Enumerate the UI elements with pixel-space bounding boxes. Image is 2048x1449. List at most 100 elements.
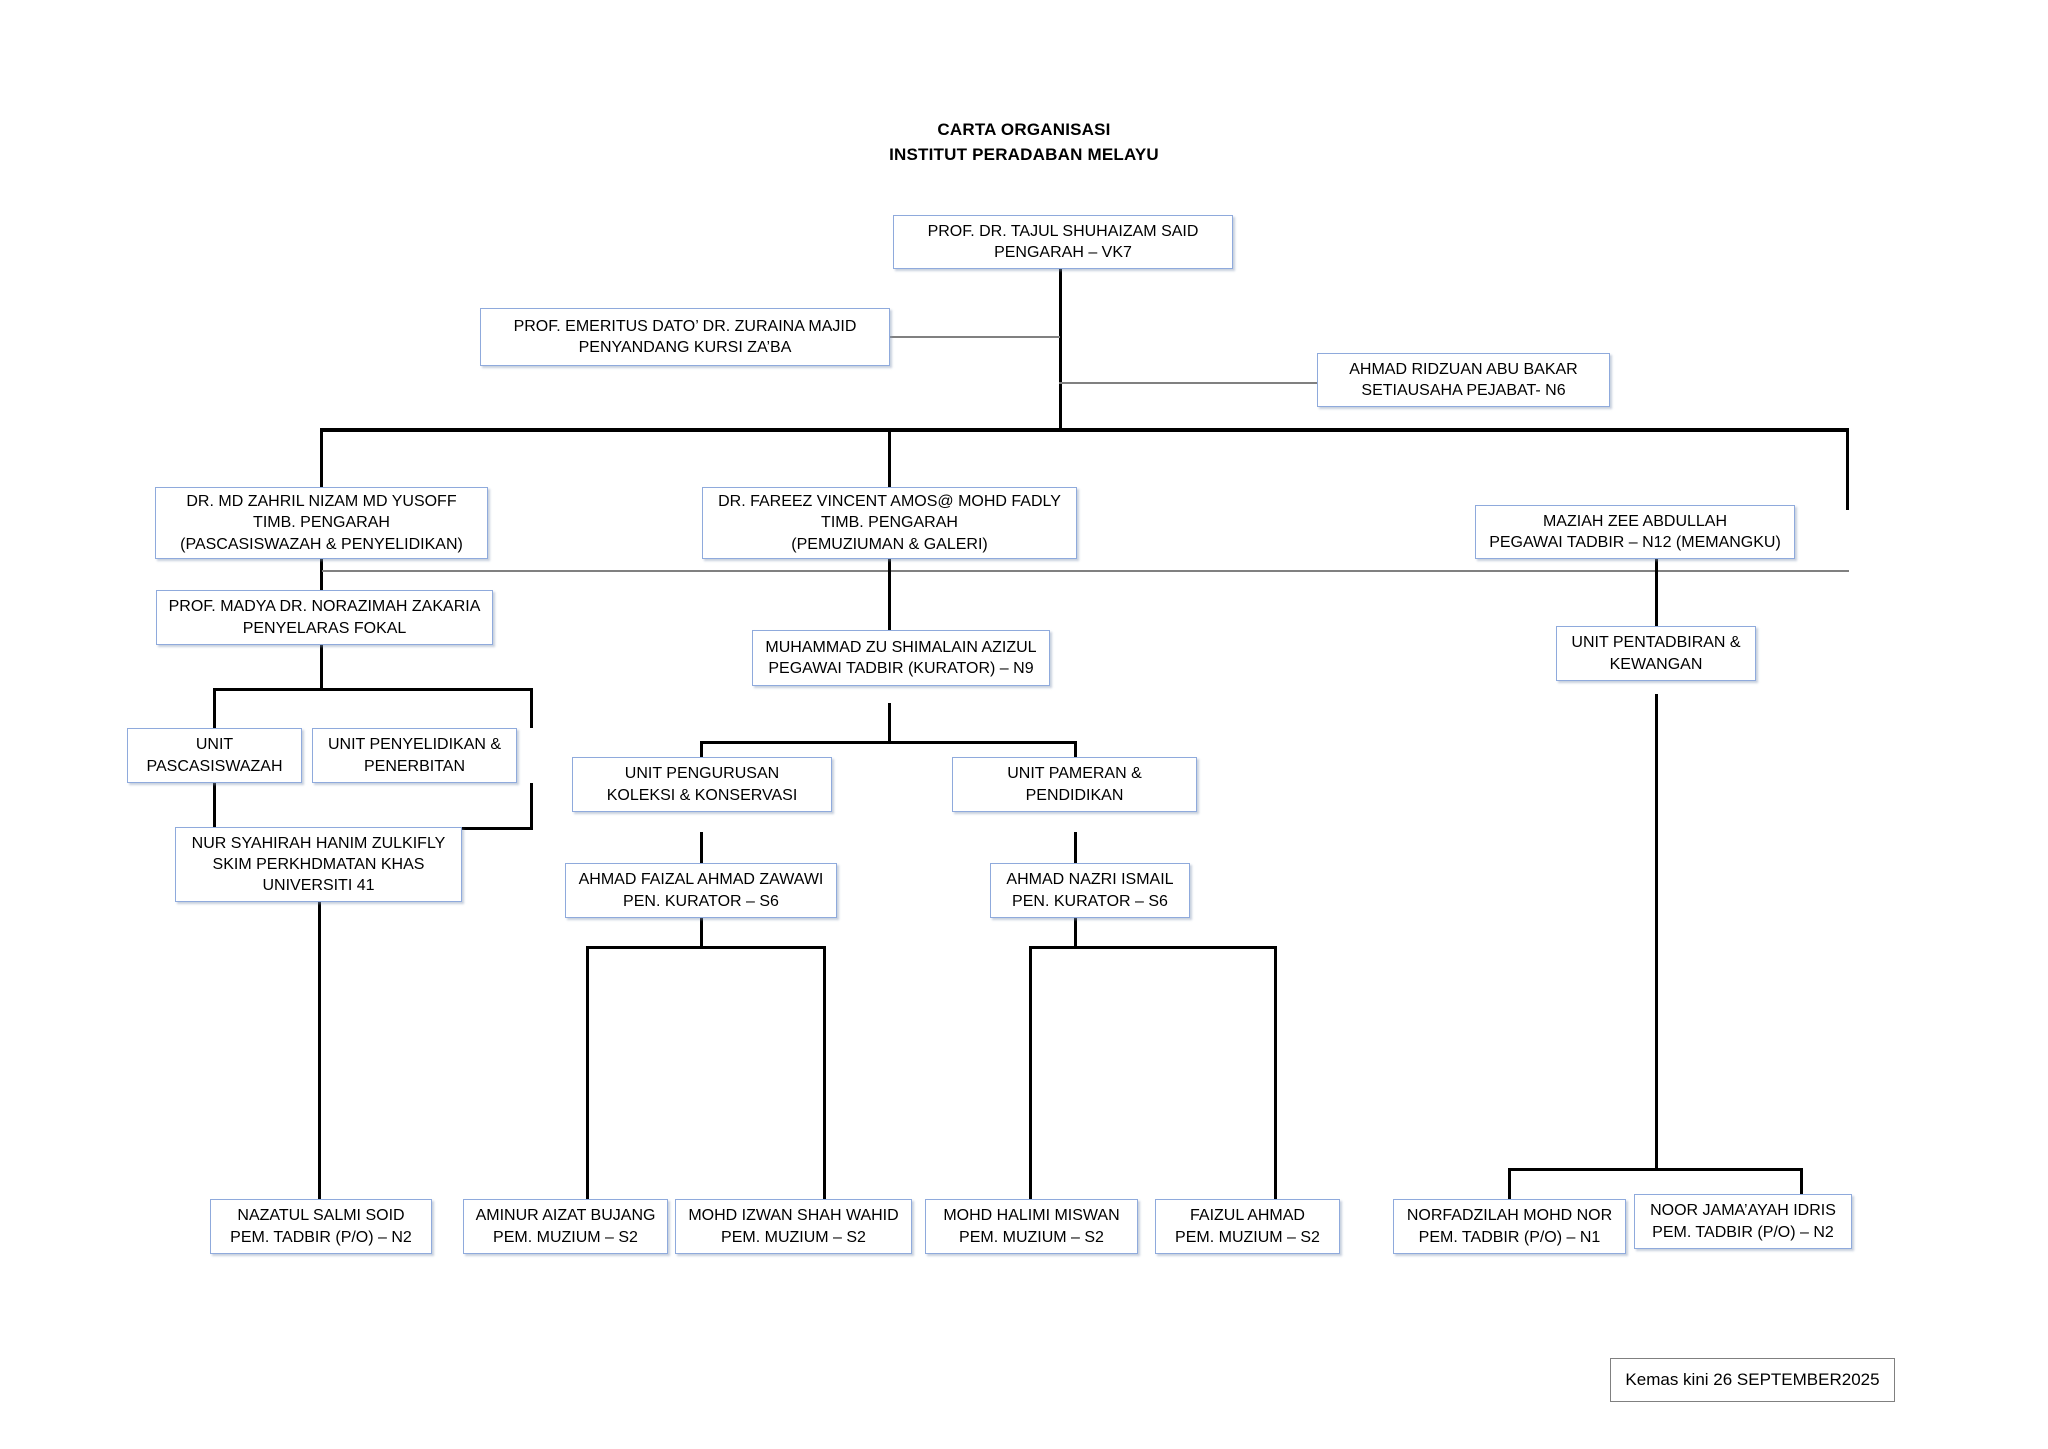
deputy-museum-name: DR. FAREEZ VINCENT AMOS@ MOHD FADLY [718, 493, 1061, 511]
node-unit-exhibition[interactable]: UNIT PAMERAN & PENDIDIKAN [952, 757, 1197, 812]
node-staff-nazatul[interactable]: NAZATUL SALMI SOID PEM. TADBIR (P/O) – N… [210, 1199, 432, 1254]
staff-norfadzilah-position: PEM. TADBIR (P/O) – N1 [1418, 1228, 1601, 1246]
assistant-curator-1-name: AHMAD FAIZAL AHMAD ZAWAWI [578, 871, 824, 889]
staff-halimi-name: MOHD HALIMI MISWAN [943, 1207, 1120, 1225]
node-assistant-curator-2[interactable]: AHMAD NAZRI ISMAIL PEN. KURATOR – S6 [990, 863, 1190, 918]
connector-bus-drop-right [1846, 428, 1849, 510]
connector-curator-stem [888, 703, 891, 743]
connector-bus-drop-left [320, 428, 323, 488]
connector-focal-to-unit-postgrad [213, 688, 216, 728]
office-secretary-name: AHMAD RIDZUAN ABU BAKAR [1349, 360, 1578, 378]
node-staff-aminur[interactable]: AMINUR AIZAT BUJANG PEM. MUZIUM – S2 [463, 1199, 668, 1254]
unit-admin-finance-line-2: KEWANGAN [1609, 655, 1703, 673]
node-special-scheme[interactable]: NUR SYAHIRAH HANIM ZULKIFLY SKIM PERKHDM… [175, 827, 462, 902]
director-name: PROF. DR. TAJUL SHUHAIZAM SAID [927, 222, 1199, 240]
staff-nazatul-position: PEM. TADBIR (P/O) – N2 [230, 1228, 412, 1246]
staff-izwan-position: PEM. MUZIUM – S2 [721, 1228, 866, 1246]
staff-noor-position: PEM. TADBIR (P/O) – N2 [1652, 1223, 1834, 1241]
staff-aminur-name: AMINUR AIZAT BUJANG [475, 1207, 656, 1225]
staff-faizul-position: PEM. MUZIUM – S2 [1175, 1228, 1320, 1246]
node-staff-halimi[interactable]: MOHD HALIMI MISWAN PEM. MUZIUM – S2 [925, 1199, 1138, 1254]
last-updated-text: Kemas kini 26 SEPTEMBER2025 [1625, 1370, 1880, 1389]
connector-director-spine [1059, 268, 1062, 430]
staff-norfadzilah-name: NORFADZILAH MOHD NOR [1406, 1207, 1613, 1225]
assistant-curator-2-name: AHMAD NAZRI ISMAIL [1006, 871, 1174, 889]
node-focal-coordinator[interactable]: PROF. MADYA DR. NORAZIMAH ZAKARIA PENYEL… [156, 590, 493, 645]
unit-admin-finance-line-1: UNIT PENTADBIRAN & [1571, 634, 1741, 652]
special-scheme-position: SKIM PERKHDMATAN KHAS [212, 855, 425, 873]
node-staff-norfadzilah[interactable]: NORFADZILAH MOHD NOR PEM. TADBIR (P/O) –… [1393, 1199, 1626, 1254]
admin-officer-position: PEGAWAI TADBIR – N12 (MEMANGKU) [1489, 534, 1781, 551]
node-curator[interactable]: MUHAMMAD ZU SHIMALAIN AZIZUL PEGAWAI TAD… [752, 630, 1050, 686]
connector-focal-bar [213, 688, 533, 691]
deputy-postgrad-scope: (PASCASISWAZAH & PENYELIDIKAN) [180, 535, 463, 553]
connector-director-to-chair [888, 336, 1060, 338]
staff-izwan-name: MOHD IZWAN SHAH WAHID [688, 1207, 899, 1225]
connector-unit-collection-to-assistant [700, 832, 703, 864]
unit-research-line-2: PENERBITAN [363, 757, 466, 775]
node-assistant-curator-1[interactable]: AHMAD FAIZAL AHMAD ZAWAWI PEN. KURATOR –… [565, 863, 837, 918]
connector-unit-postgrad-down [213, 783, 216, 829]
chart-title-line-2: INSTITUT PERADABAN MELAYU [889, 144, 1159, 164]
focal-coordinator-name: PROF. MADYA DR. NORAZIMAH ZAKARIA [168, 598, 481, 616]
connector-deputy-museum-to-curator [888, 558, 891, 646]
node-director[interactable]: PROF. DR. TAJUL SHUHAIZAM SAID PENGARAH … [893, 215, 1233, 269]
node-staff-noor[interactable]: NOOR JAMA’AYAH IDRIS PEM. TADBIR (P/O) –… [1634, 1194, 1852, 1249]
director-position: PENGARAH – VK7 [994, 244, 1132, 261]
node-staff-izwan[interactable]: MOHD IZWAN SHAH WAHID PEM. MUZIUM – S2 [675, 1199, 912, 1254]
node-unit-postgrad[interactable]: UNIT PASCASISWAZAH [127, 728, 302, 783]
connector-assistant-2-to-faizul [1274, 946, 1277, 1199]
connector-admin-to-noor [1800, 1168, 1803, 1199]
curator-position: PEGAWAI TADBIR (KURATOR) – N9 [768, 660, 1034, 677]
connector-unit-research-down [530, 783, 533, 829]
connector-assistant-2-to-halimi [1029, 946, 1032, 1199]
connector-assistant-1-stem [700, 918, 703, 948]
unit-exhibition-line-1: UNIT PAMERAN & [1007, 765, 1142, 783]
connector-admin-officer-to-unit [1655, 558, 1658, 626]
assistant-curator-1-position: PEN. KURATOR – S6 [623, 892, 779, 910]
node-unit-collection[interactable]: UNIT PENGURUSAN KOLEKSI & KONSERVASI [572, 757, 832, 812]
node-chair-zaba[interactable]: PROF. EMERITUS DATO’ DR. ZURAINA MAJID P… [480, 308, 890, 366]
office-secretary-position: SETIAUSAHA PEJABAT- N6 [1361, 382, 1566, 399]
staff-nazatul-name: NAZATUL SALMI SOID [237, 1207, 405, 1225]
unit-collection-line-1: UNIT PENGURUSAN [624, 765, 780, 783]
chair-zaba-name: PROF. EMERITUS DATO’ DR. ZURAINA MAJID [513, 317, 857, 335]
connector-assistant-2-stem [1074, 918, 1077, 948]
special-scheme-grade: UNIVERSITI 41 [262, 877, 375, 895]
connector-unit-exhibition-to-assistant [1074, 832, 1077, 864]
node-office-secretary[interactable]: AHMAD RIDZUAN ABU BAKAR SETIAUSAHA PEJAB… [1317, 353, 1610, 407]
connector-focal-stem [320, 645, 323, 690]
connector-admin-bottom-bar [1508, 1168, 1803, 1171]
node-admin-officer[interactable]: MAZIAH ZEE ABDULLAH PEGAWAI TADBIR – N12… [1475, 505, 1795, 559]
deputy-postgrad-name: DR. MD ZAHRIL NIZAM MD YUSOFF [186, 493, 457, 511]
focal-coordinator-position: PENYELARAS FOKAL [242, 619, 407, 637]
last-updated-stamp: Kemas kini 26 SEPTEMBER2025 [1610, 1358, 1895, 1402]
unit-postgrad-line-2: PASCASISWAZAH [146, 757, 283, 775]
deputy-museum-scope: (PEMUZIUMAN & GALERI) [791, 535, 988, 553]
node-deputy-museum[interactable]: DR. FAREEZ VINCENT AMOS@ MOHD FADLY TIMB… [702, 487, 1077, 559]
node-unit-research[interactable]: UNIT PENYELIDIKAN & PENERBITAN [312, 728, 517, 783]
connector-special-scheme-to-nazatul [318, 902, 321, 1199]
unit-collection-line-2: KOLEKSI & KONSERVASI [606, 786, 798, 804]
unit-research-line-1: UNIT PENYELIDIKAN & [327, 736, 502, 754]
node-staff-faizul[interactable]: FAIZUL AHMAD PEM. MUZIUM – S2 [1155, 1199, 1340, 1254]
chart-title: CARTA ORGANISASI INSTITUT PERADABAN MELA… [0, 118, 2048, 167]
chair-zaba-position: PENYANDANG KURSI ZA’BA [578, 339, 792, 356]
node-deputy-postgrad[interactable]: DR. MD ZAHRIL NIZAM MD YUSOFF TIMB. PENG… [155, 487, 488, 559]
staff-faizul-name: FAIZUL AHMAD [1190, 1207, 1305, 1225]
staff-noor-name: NOOR JAMA’AYAH IDRIS [1650, 1202, 1836, 1220]
assistant-curator-2-position: PEN. KURATOR – S6 [1012, 892, 1168, 910]
connector-assistant-2-bar [1029, 946, 1277, 949]
connector-assistant-1-bar [586, 946, 826, 949]
chart-title-line-1: CARTA ORGANISASI [937, 120, 1111, 139]
staff-halimi-position: PEM. MUZIUM – S2 [959, 1228, 1104, 1246]
curator-name: MUHAMMAD ZU SHIMALAIN AZIZUL [765, 638, 1037, 656]
staff-aminur-position: PEM. MUZIUM – S2 [493, 1228, 638, 1246]
connector-curator-bar [700, 741, 1077, 744]
node-unit-admin-finance[interactable]: UNIT PENTADBIRAN & KEWANGAN [1556, 626, 1756, 681]
connector-assistant-1-to-aminur [586, 946, 589, 1199]
connector-deputy-postgrad-to-focal [320, 558, 323, 590]
connector-admin-unit-spine [1655, 694, 1658, 1170]
connector-main-bus [320, 428, 1849, 432]
